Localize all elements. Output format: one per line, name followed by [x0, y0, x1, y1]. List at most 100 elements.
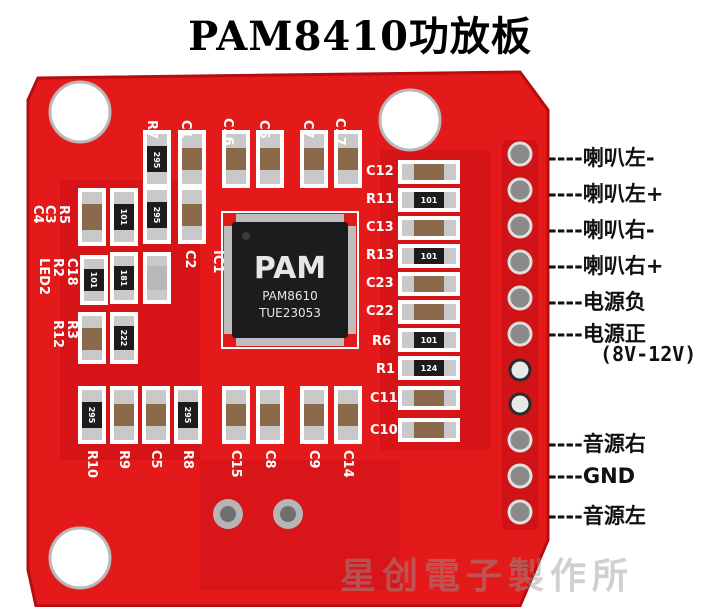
header-pins: [502, 140, 538, 530]
silk-r6: R6: [372, 334, 391, 349]
chip-model: PAM8610: [262, 289, 318, 303]
watermark: 星创電子製作所: [340, 555, 635, 597]
pin-label-speaker-right-minus: ----喇叭右-: [548, 218, 655, 242]
component-c23: [398, 272, 460, 296]
component-c18: [78, 312, 106, 364]
silk-r5: R5: [56, 205, 71, 224]
r1-code: 124: [421, 364, 438, 373]
r13-code: 101: [421, 252, 438, 261]
component-r6: 101: [398, 328, 460, 352]
pin-5: [507, 285, 533, 311]
component-c15: [222, 386, 250, 444]
r5-code: 101: [119, 209, 128, 226]
silk-r1: R1: [376, 362, 395, 377]
solder-joint-right: [273, 499, 303, 529]
r12-code: 181: [119, 270, 128, 287]
silk-c13: C13: [366, 220, 394, 235]
r11-code: 101: [421, 196, 438, 205]
silk-c23: C23: [366, 276, 394, 291]
pin-8: [507, 463, 533, 489]
component-r7: 295: [143, 130, 171, 188]
page-title: PAM8410功放板: [188, 13, 532, 60]
component-r2: 101: [80, 255, 108, 305]
silk-c8: C8: [262, 450, 277, 469]
silk-r7: R7: [144, 120, 159, 139]
silk-c4: C4: [30, 205, 45, 224]
component-c9: [300, 386, 328, 444]
mounting-hole-tl: [48, 80, 112, 144]
ic1-outline: [221, 211, 359, 349]
c3-code: 295: [152, 207, 161, 224]
silk-c3: C3: [42, 205, 57, 224]
silk-c7: C7: [300, 120, 315, 139]
r2-code: 101: [89, 272, 98, 289]
component-c3: 295: [143, 186, 171, 244]
r7-code: 295: [152, 152, 161, 169]
pin-label-power-negative: ----电源负: [548, 290, 646, 314]
ic1-pins: [224, 214, 356, 346]
ic1-chip: [232, 222, 348, 338]
pin-1: [507, 141, 533, 167]
component-c11: [398, 386, 460, 410]
component-led2: [143, 252, 171, 304]
r3-code: 222: [119, 330, 128, 347]
pin-label-power-positive: ----电源正: [548, 322, 646, 346]
pin-3: [507, 213, 533, 239]
silk-c2: C2: [182, 250, 197, 269]
component-r12: 181: [110, 252, 138, 304]
component-r9: [110, 386, 138, 444]
component-r1: 124: [398, 356, 460, 380]
silk-c17: C17: [332, 118, 347, 146]
pin-4: [507, 249, 533, 275]
silk-c16: C16: [220, 118, 235, 146]
silk-c1: C1: [178, 120, 193, 139]
solder-joint-left: [213, 499, 243, 529]
silk-c9: C9: [306, 450, 321, 469]
silk-r3: R3: [64, 320, 79, 339]
silk-r12: R12: [50, 320, 65, 348]
silk-r13: R13: [366, 248, 394, 263]
silk-r9: R9: [116, 450, 131, 469]
silk-r10: R10: [84, 450, 99, 478]
component-c17: [334, 130, 362, 188]
silk-c5: C5: [148, 450, 163, 469]
silk-c22: C22: [366, 304, 394, 319]
component-c5: [142, 386, 170, 444]
component-c12: [398, 160, 460, 184]
pin-2: [507, 177, 533, 203]
r6-code: 101: [421, 336, 438, 345]
component-c13: [398, 216, 460, 240]
component-c1: [178, 130, 206, 188]
pin-6: [507, 321, 533, 347]
silk-c6: C6: [256, 120, 271, 139]
chip-logo: PAM: [254, 251, 326, 286]
mounting-hole-tr: [378, 88, 442, 152]
pin-label-speaker-left-minus: ----喇叭左-: [548, 146, 655, 170]
pin-label-speaker-left-plus: ----喇叭左+: [548, 182, 664, 206]
r10-code: 295: [87, 407, 96, 424]
silk-c10: C10: [370, 423, 398, 438]
component-c2: [178, 186, 206, 244]
silk-r11: R11: [366, 192, 394, 207]
component-c14: [334, 386, 362, 444]
component-c7: [300, 130, 328, 188]
pin-9: [507, 499, 533, 525]
r8-code: 295: [183, 407, 192, 424]
voltage-note: (8V-12V): [600, 342, 697, 366]
silk-c11: C11: [370, 391, 398, 406]
silk-c12: C12: [366, 164, 394, 179]
pin-label-audio-left: ----音源左: [548, 504, 646, 528]
component-c16: [222, 130, 250, 188]
pin-label-speaker-right-plus: ----喇叭右+: [548, 254, 664, 278]
silk-r8: R8: [180, 450, 195, 469]
silk-c14: C14: [340, 450, 355, 478]
component-c10: [398, 418, 460, 442]
pin-label-gnd: ----GND: [548, 464, 636, 488]
component-c8: [256, 386, 284, 444]
component-c6: [256, 130, 284, 188]
silk-led2: LED2: [36, 258, 51, 295]
pin-label-audio-right: ----音源右: [548, 432, 646, 456]
silk-ic1: IC1: [210, 250, 225, 273]
component-r10: 295: [78, 386, 106, 444]
